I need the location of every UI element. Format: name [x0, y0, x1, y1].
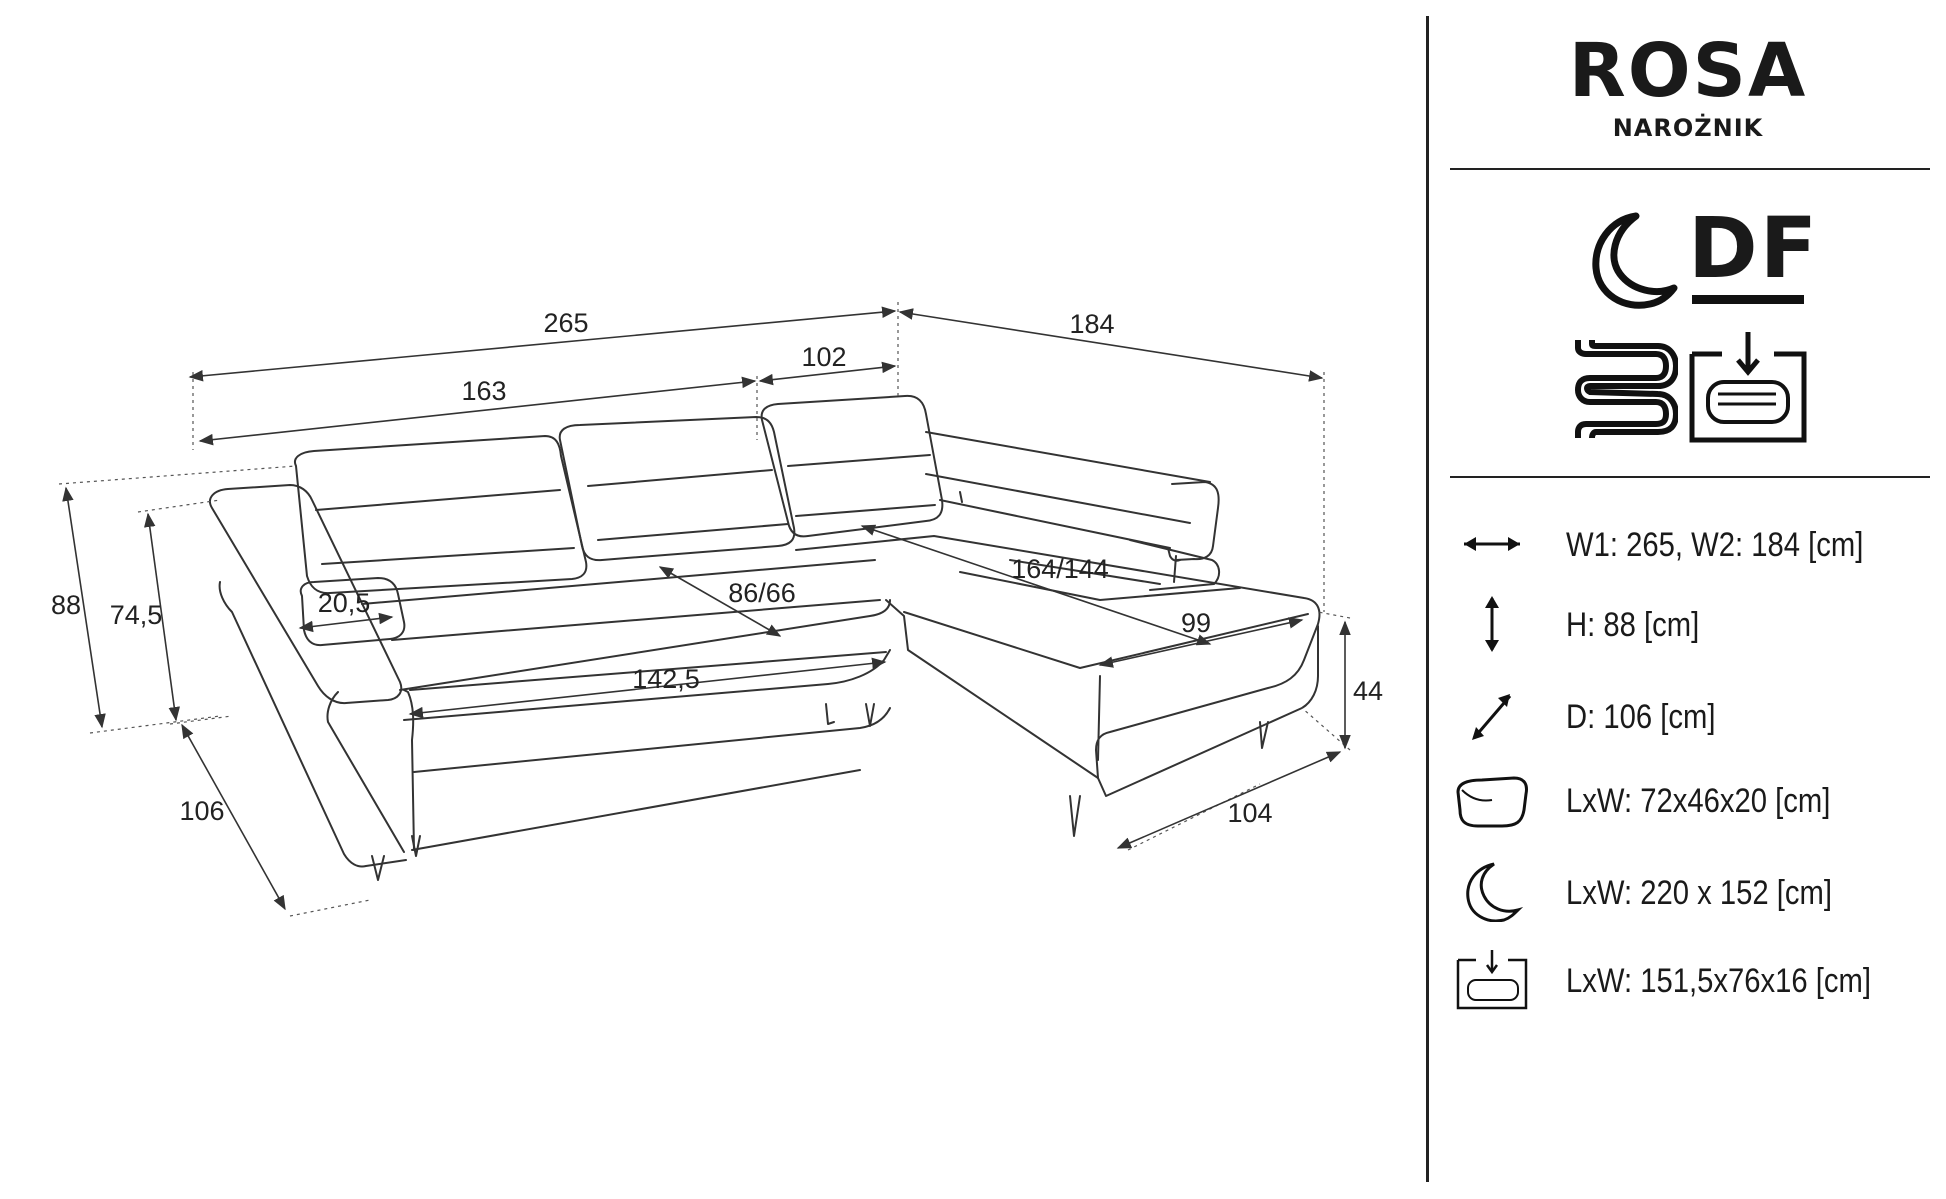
- heater-icon: [1574, 340, 1678, 439]
- cushion-icon: [1456, 776, 1528, 828]
- info-panel: ROSA NAROŻNIK DF W1: 265, W2: 184 [cm] H…: [1430, 0, 1946, 1199]
- depth-arrows-icon: [1472, 694, 1512, 740]
- dim-height: 88: [51, 590, 81, 620]
- dim-seat-height: 44: [1353, 676, 1383, 706]
- height-arrows-icon: [1485, 596, 1499, 652]
- product-type: NAROŻNIK: [1612, 114, 1764, 142]
- dimension-labels: 265 184 163 102 88 74,5 106 20,5 86/66 1…: [51, 308, 1383, 828]
- df-logo: DF: [1688, 199, 1820, 297]
- spec-row-depth: D: 106 [cm]: [1430, 686, 1946, 746]
- leg: [1069, 795, 1081, 837]
- leg: [825, 703, 835, 725]
- spec-row-height: H: 88 [cm]: [1430, 594, 1946, 654]
- spec-row-sleeping: LxW: 220 x 152 [cm]: [1430, 862, 1946, 922]
- dim-depth: 106: [179, 796, 224, 826]
- spec-height-text: H: 88 [cm]: [1566, 606, 1700, 644]
- extension-lines: [58, 302, 1351, 917]
- width-arrows-icon: [1464, 537, 1520, 551]
- dim-chaise-width: 102: [801, 342, 846, 372]
- storage-box-icon: [1456, 950, 1528, 1010]
- dimension-lines: [62, 306, 1351, 911]
- dim-chaise-depth: 104: [1227, 798, 1272, 828]
- chaise-back-panel: [925, 431, 1211, 549]
- spec-depth-text: D: 106 [cm]: [1566, 698, 1716, 736]
- spec-sleeping-text: LxW: 220 x 152 [cm]: [1566, 874, 1832, 912]
- armrest-pad: [299, 577, 406, 647]
- dim-total-width: 265: [543, 308, 588, 338]
- dim-chaise-length: 164/144: [1011, 554, 1109, 584]
- back-cushion-left: [294, 435, 588, 595]
- storage-box-icon: [1689, 332, 1807, 443]
- dim-corner-width: 184: [1069, 309, 1114, 339]
- dim-armrest-width: 20,5: [318, 588, 371, 618]
- sofa-diagram: 265 184 163 102 88 74,5 106 20,5 86/66 1…: [51, 302, 1383, 917]
- leg: [371, 855, 385, 881]
- spec-row-width: W1: 265, W2: 184 [cm]: [1430, 514, 1946, 574]
- panel-divider: [1426, 16, 1429, 1182]
- leg: [411, 835, 421, 857]
- dim-seat-depth: 86/66: [728, 578, 796, 608]
- product-name: ROSA: [1568, 28, 1808, 114]
- sofa-drawing: [209, 394, 1321, 881]
- df-logo-underline: [1692, 295, 1804, 304]
- spec-cushion-text: LxW: 72x46x20 [cm]: [1566, 782, 1831, 820]
- moon-icon: [1466, 862, 1524, 922]
- separator: [1450, 168, 1930, 170]
- back-cushion-middle: [558, 416, 796, 562]
- spec-width-text: W1: 265, W2: 184 [cm]: [1566, 526, 1864, 564]
- dim-seat-width: 142,5: [632, 664, 700, 694]
- separator: [1450, 476, 1930, 478]
- left-armrest: [209, 484, 403, 705]
- moon-icon: [1592, 212, 1678, 309]
- spec-row-storage: LxW: 151,5x76x16 [cm]: [1430, 950, 1946, 1010]
- dim-chaise-seat-width: 99: [1181, 608, 1211, 638]
- leg: [1259, 721, 1269, 749]
- dim-sofa-length: 163: [461, 376, 506, 406]
- leg: [865, 703, 875, 727]
- spec-row-cushion: LxW: 72x46x20 [cm]: [1430, 770, 1946, 830]
- spec-storage-text: LxW: 151,5x76x16 [cm]: [1566, 962, 1872, 1000]
- dim-back-height: 74,5: [110, 600, 163, 630]
